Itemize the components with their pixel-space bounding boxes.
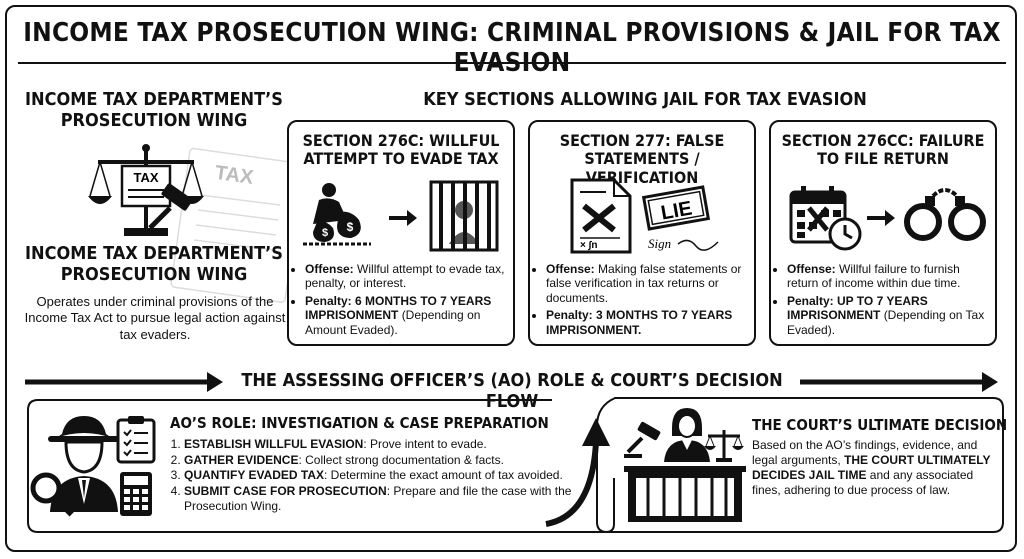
lie-stamp-text: LIE [659, 197, 693, 224]
ao-steps-list: ESTABLISH WILLFUL EVASION: Prove intent … [168, 437, 594, 514]
section-276cc-offense: Offense: Willful failure to furnish retu… [787, 262, 989, 291]
section-276cc-penalty: Penalty: UP TO 7 YEARS IMPRISONMENT (Dep… [787, 294, 989, 337]
court-box-outline [596, 397, 1004, 533]
calculator-icon [120, 472, 152, 516]
ao-step: ESTABLISH WILLFUL EVASION: Prove intent … [184, 437, 594, 452]
scales-of-justice-icon [704, 430, 744, 462]
prosecution-wing-description: Operates under criminal provisions of th… [24, 294, 286, 342]
court-bench-icon [624, 466, 746, 522]
svg-text:$: $ [347, 220, 354, 234]
svg-text:× ∫n: × ∫n [580, 240, 597, 251]
lie-stamp-icon: LIE Sign [641, 185, 719, 251]
handcuffs-icon [904, 188, 986, 241]
magnifier-icon [30, 472, 75, 517]
section-276c-penalty: Penalty: 6 MONTHS TO 7 YEARS IMPRISONMEN… [305, 294, 507, 337]
jail-cell-icon [429, 180, 499, 252]
section-277-penalty: Penalty: 3 MONTHS TO 7 YEARS IMPRISONMEN… [546, 308, 748, 337]
tax-watermark-icon: TAX [170, 147, 305, 303]
arrow-right-icon [389, 210, 417, 226]
left-heading-top: INCOME TAX DEPARTMENT’S PROSECUTION WING [25, 89, 283, 131]
ao-step: QUANTIFY EVADED TAX: Determine the exact… [184, 468, 594, 483]
title-divider [18, 62, 1006, 64]
detective-icon [48, 416, 120, 512]
arrow-right-icon [867, 210, 895, 226]
signature-text: Sign [648, 236, 671, 251]
flow-title: THE ASSESSING OFFICER’S (AO) ROLE & COUR… [241, 370, 783, 412]
section-276c-offense: Offense: Willful attempt to evade tax, p… [305, 262, 507, 291]
emblem-tax-label: TAX [133, 170, 158, 185]
clipboard-icon [116, 416, 156, 464]
sections-heading: KEY SECTIONS ALLOWING JAIL FOR TAX EVASI… [423, 89, 867, 110]
page-title: INCOME TAX PROSECUTION WING: CRIMINAL PR… [23, 18, 1001, 78]
clock-icon [828, 217, 862, 251]
svg-text:$: $ [322, 227, 328, 239]
flow-arrow-left [25, 372, 223, 392]
gavel-icon [148, 183, 193, 230]
ao-role-box-outline [27, 399, 615, 533]
court-decision-title: THE COURT’S ULTIMATE DECISION [752, 416, 1008, 434]
section-277-offense: Offense: Making false statements or fals… [546, 262, 748, 305]
judge-icon [664, 408, 710, 462]
ao-role-title: AO’S ROLE: INVESTIGATION & CASE PREPARAT… [170, 414, 549, 432]
ao-step: SUBMIT CASE FOR PROSECUTION: Prepare and… [184, 484, 594, 513]
gavel-icon [624, 421, 661, 458]
flow-arrow-right [800, 372, 998, 392]
court-decision-text: Based on the AO’s findings, evidence, an… [752, 438, 991, 497]
ao-step: GATHER EVIDENCE: Collect strong document… [184, 453, 594, 468]
scales-of-justice-icon: TAX [88, 144, 204, 236]
left-heading-bottom: INCOME TAX DEPARTMENT’S PROSECUTION WING [25, 243, 283, 285]
false-document-icon: × ∫n [570, 178, 632, 254]
money-bags-icon: $ $ [303, 183, 371, 246]
svg-text:TAX: TAX [214, 162, 256, 189]
